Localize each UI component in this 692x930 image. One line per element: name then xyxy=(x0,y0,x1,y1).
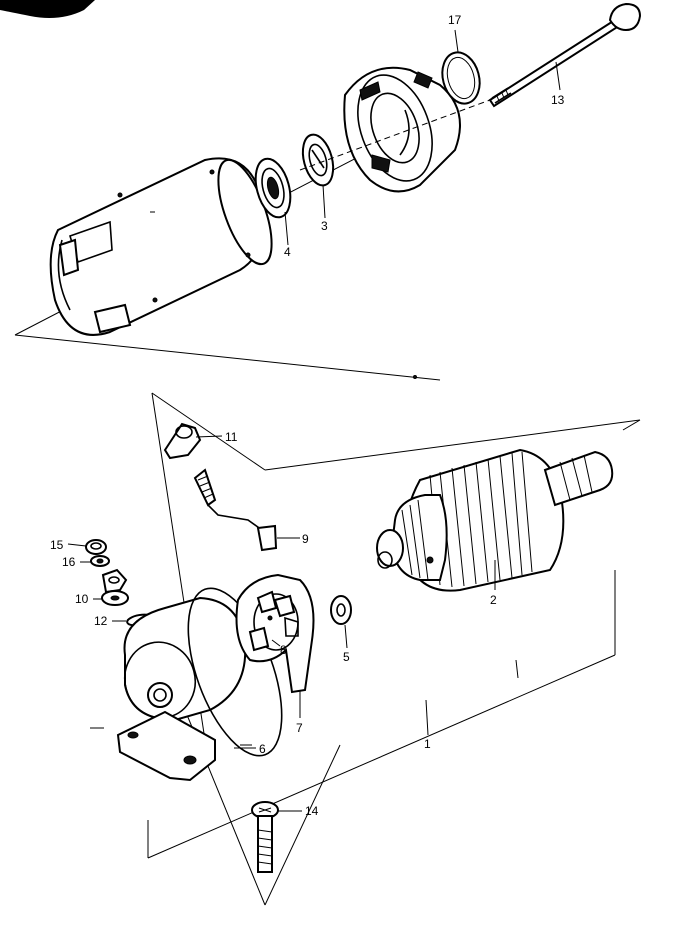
callout-3: 3 xyxy=(321,219,328,233)
washer-10 xyxy=(101,590,129,606)
leader-17 xyxy=(454,29,459,53)
brush-holder-7 xyxy=(235,573,315,694)
callout-13: 13 xyxy=(551,93,565,107)
callout-9: 9 xyxy=(302,532,309,546)
callout-1: 1 xyxy=(424,737,431,751)
lower-group-bracket-line xyxy=(264,419,641,471)
part-11-terminal xyxy=(163,422,202,460)
upper-group-bracket-line xyxy=(14,334,441,381)
leader-4 xyxy=(284,211,289,246)
through-bolt-13 xyxy=(488,2,642,108)
bearing-4 xyxy=(254,157,292,219)
nut-15 xyxy=(85,539,107,555)
washer-5 xyxy=(330,595,352,625)
leader-5 xyxy=(344,624,348,649)
callout-14: 14 xyxy=(305,804,319,818)
leader-11 xyxy=(195,435,223,438)
leader-3 xyxy=(322,184,326,219)
callout-15: 15 xyxy=(50,538,64,552)
mark-dot xyxy=(413,375,417,379)
callout-5: 5 xyxy=(343,650,350,664)
leader-15 xyxy=(67,543,87,547)
mark-tick xyxy=(515,659,519,679)
bottom-bracket-line xyxy=(147,654,616,859)
brush-9 xyxy=(193,468,278,552)
callout-16: 16 xyxy=(62,555,76,569)
o-ring-17-inner xyxy=(446,56,476,100)
callout-6: 6 xyxy=(259,742,266,756)
callout-8: 8 xyxy=(280,643,287,657)
callout-12: 12 xyxy=(94,614,108,628)
armature-2 xyxy=(376,448,614,592)
corner-logo-fragment xyxy=(0,0,95,18)
callout-7: 7 xyxy=(296,721,303,735)
commutator-end-cover xyxy=(116,596,247,782)
callout-10: 10 xyxy=(75,592,89,606)
screw-14 xyxy=(251,801,279,873)
washer-16 xyxy=(90,555,110,567)
nut-10a xyxy=(101,568,128,594)
o-ring-17 xyxy=(441,51,481,105)
end-cover-housing xyxy=(343,66,461,193)
leader-8 xyxy=(271,639,281,647)
leader-13 xyxy=(555,61,561,91)
lower-group-bracket-line xyxy=(151,392,266,471)
yoke-housing xyxy=(49,157,273,336)
callout-4: 4 xyxy=(284,245,291,259)
callout-11: 11 xyxy=(225,430,238,444)
callout-17: 17 xyxy=(448,13,462,27)
lower-group-bracket-line xyxy=(622,419,641,431)
axis-line-upper xyxy=(299,99,491,171)
callout-2: 2 xyxy=(490,593,497,607)
apex-line xyxy=(264,744,341,906)
oil-seal-3 xyxy=(301,133,335,187)
leader-1 xyxy=(425,699,429,736)
